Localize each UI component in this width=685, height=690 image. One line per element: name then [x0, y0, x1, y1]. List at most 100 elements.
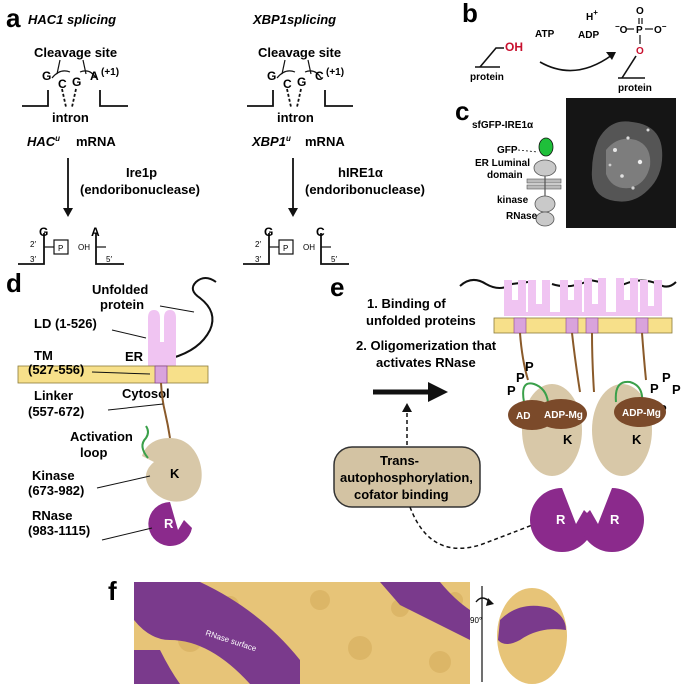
b-h: H+ — [586, 8, 598, 23]
hac1-mrna-sup: u — [55, 134, 60, 143]
d-activation2: loop — [80, 445, 107, 460]
panel-f: f RNase surface 90° — [108, 576, 567, 684]
panel-c-label: c — [455, 96, 469, 126]
e-activation-loops — [522, 380, 644, 405]
e-p5: P — [650, 381, 659, 396]
hac1-g: G — [42, 69, 51, 83]
b-o-minus-left: −O — [615, 22, 628, 36]
d-activation1: Activation — [70, 429, 133, 444]
c-rnase: RNase — [506, 211, 538, 222]
e-step2b: activates RNase — [376, 355, 476, 370]
e-box3: cofator binding — [354, 487, 449, 502]
b-reaction-arrow — [539, 54, 613, 72]
e-p7: P — [672, 382, 681, 397]
f-rnase-surface-band-3 — [134, 650, 180, 684]
e-luminal-oligomer — [504, 278, 662, 316]
panel-c: c sfGFP-IRE1α GFP ER Luminal domain kina… — [455, 96, 676, 228]
b-reaction-arrowhead — [606, 52, 616, 60]
e-kinase-k2: K — [632, 432, 642, 447]
xbp1-arrowhead — [288, 208, 298, 217]
xbp1-c2: C — [315, 69, 324, 83]
xbp1-g: G — [267, 69, 276, 83]
d-luminal-domain — [148, 310, 176, 366]
xbp1-g2: G — [297, 75, 306, 89]
b-minus-right: − — [662, 22, 667, 31]
d-rnase-r: R — [164, 516, 174, 531]
b-o-minus-right: O− — [654, 22, 667, 36]
panel-e-label: e — [330, 272, 344, 302]
b-o-right: O — [654, 25, 662, 36]
hac1-2prime: 2′ — [30, 240, 36, 249]
b-minus-left: − — [615, 22, 620, 31]
c-domain: domain — [487, 170, 523, 181]
b-p: P — [636, 25, 643, 36]
d-unfolded-protein — [171, 277, 217, 359]
c-kinase: kinase — [497, 195, 529, 206]
hac1-3prime: 3′ — [30, 255, 36, 264]
e-dashed-connector — [409, 506, 551, 550]
hac1-g2: G — [72, 75, 81, 89]
d-linker — [160, 382, 171, 439]
d-tm-pointer — [91, 371, 151, 375]
e-rnase-r1: R — [556, 512, 566, 527]
xbp1-mrna-sup: u — [286, 134, 291, 143]
panel-d-label: d — [6, 268, 22, 298]
c-cell-blobs — [591, 121, 663, 202]
e-main-arrowhead — [428, 382, 448, 402]
xbp1-intron: intron — [277, 110, 314, 125]
hac1-hairpin — [22, 59, 128, 108]
xbp1-cleavage-label: Cleavage site — [258, 45, 341, 60]
d-tm: TM — [34, 348, 53, 363]
e-step1b: unfolded proteins — [366, 313, 476, 328]
hac1-endo: (endoribonuclease) — [80, 182, 200, 197]
d-ld: LD (1-526) — [34, 316, 97, 331]
xbp1-mrna-word: mRNA — [305, 134, 345, 149]
f-rnase-surface-band — [134, 582, 300, 684]
d-rnase-label: RNase — [32, 508, 72, 523]
d-unfolded2: protein — [100, 297, 144, 312]
xbp1-oh: OH — [303, 243, 315, 252]
xbp1-product-g: G — [264, 225, 273, 239]
hac1-intron: intron — [52, 110, 89, 125]
e-adp-mg-right — [614, 397, 666, 427]
hac1-products — [18, 233, 124, 265]
c-gfp-pointer — [517, 149, 539, 153]
e-tm-helices — [513, 317, 649, 334]
d-linker-range: (557-672) — [28, 404, 84, 419]
f-end-purple — [498, 605, 566, 644]
b-adp: ADP — [578, 30, 599, 41]
b-protein-chain-right — [621, 55, 637, 79]
hac1-mrna-name-text: HAC — [27, 134, 56, 149]
xbp1-product-c: C — [316, 225, 325, 239]
d-kinase-label: Kinase — [32, 468, 75, 483]
b-h-sup: + — [593, 8, 598, 17]
hac1-product-a: A — [91, 225, 100, 239]
c-rnase-domain — [535, 211, 555, 227]
f-rotation-label: 90° — [470, 616, 482, 625]
b-o-left: O — [620, 25, 628, 36]
c-luminal-domain — [533, 159, 557, 177]
xbp1-3prime: 3′ — [255, 255, 261, 264]
c-gfp-barrel — [538, 137, 554, 157]
xbp1-plus1: (+1) — [326, 67, 344, 78]
hac1-mrna-name: HACu — [27, 134, 60, 149]
d-er: ER — [125, 349, 144, 364]
e-kinase-k1: K — [563, 432, 573, 447]
b-o-bridge: O — [636, 46, 644, 57]
xbp1-enzyme: hIRE1α — [338, 165, 383, 180]
e-p6: P — [662, 370, 671, 385]
d-unfolded1: Unfolded — [92, 282, 148, 297]
panel-a: a HAC1 splicing XBP1splicing Cleavage si… — [6, 3, 425, 265]
hac1-plus1: (+1) — [101, 67, 119, 78]
e-adp-mg-left-text: ADP-Mg — [544, 410, 583, 421]
hac1-product-g: G — [39, 225, 48, 239]
hac1-c: C — [58, 77, 67, 91]
panel-d: d Unfolded protein LD (1-526) TM (527-55… — [6, 268, 217, 546]
c-membrane-bottom — [526, 184, 562, 190]
hac1-p: P — [58, 244, 63, 253]
e-p1: P — [516, 370, 525, 385]
e-cofactor-box — [333, 446, 481, 508]
f-rnase-surface-band-2 — [380, 582, 470, 640]
f-rotation-arrowhead — [486, 598, 494, 606]
